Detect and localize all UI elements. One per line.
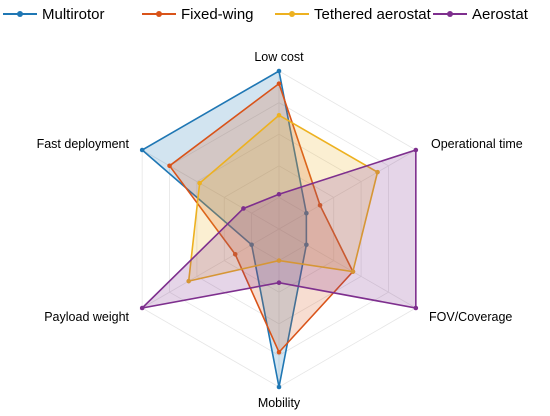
legend-item-tethered-aerostat[interactable]: Tethered aerostat — [272, 4, 431, 24]
data-point-tethered-aerostat-mobility — [276, 258, 282, 263]
series-aerostat — [139, 147, 419, 311]
data-point-aerostat-fast-deployment — [241, 206, 246, 211]
data-point-aerostat-low-cost — [276, 191, 282, 197]
legend-swatch-fixed-wing — [139, 4, 179, 24]
grid-spoke — [278, 149, 417, 230]
data-point-multirotor-operational-time — [304, 210, 309, 216]
axis-label-payload-weight: Payload weight — [44, 310, 129, 324]
axis-label-fast-deployment: Fast deployment — [37, 137, 130, 151]
legend-item-fixed-wing[interactable]: Fixed-wing — [139, 4, 254, 24]
legend-label-tethered-aerostat: Tethered aerostat — [314, 5, 431, 23]
data-point-tethered-aerostat-payload-weight — [186, 278, 191, 284]
legend-label-aerostat: Aerostat — [472, 5, 528, 23]
legend-swatch-tethered-aerostat — [272, 4, 312, 24]
axis-label-low-cost: Low cost — [254, 50, 304, 64]
data-point-multirotor-low-cost — [276, 68, 282, 74]
axis-label-mobility: Mobility — [258, 396, 301, 410]
legend-item-multirotor[interactable]: Multirotor — [0, 4, 105, 24]
data-point-aerostat-payload-weight — [139, 305, 145, 311]
series-tethered-aerostat — [186, 112, 380, 284]
grid-spoke — [141, 228, 280, 309]
data-point-aerostat-mobility — [276, 280, 282, 286]
series-area-aerostat — [142, 150, 416, 308]
axis-label-fov-coverage: FOV/Coverage — [429, 310, 512, 324]
data-point-multirotor-fast-deployment — [139, 147, 145, 153]
data-point-fixed-wing-fast-deployment — [167, 163, 172, 169]
series-area-multirotor — [142, 71, 307, 387]
legend-label-multirotor: Multirotor — [42, 5, 105, 23]
data-point-fixed-wing-operational-time — [317, 203, 323, 208]
legend: Multirotor Fixed-wing Tethered aerostat … — [0, 0, 550, 28]
data-point-aerostat-fov-coverage — [413, 305, 419, 311]
legend-swatch-aerostat — [430, 4, 470, 24]
axis-label-operational-time: Operational time — [431, 137, 523, 151]
series-multirotor — [139, 68, 309, 390]
data-point-multirotor-fov-coverage — [304, 242, 309, 248]
data-point-tethered-aerostat-fast-deployment — [197, 180, 202, 186]
data-point-multirotor-mobility — [276, 384, 282, 390]
series-area-tethered-aerostat — [188, 115, 378, 282]
series-area-fixed-wing — [169, 83, 353, 353]
grid-spoke — [141, 149, 280, 230]
legend-item-aerostat[interactable]: Aerostat — [430, 4, 528, 24]
data-point-tethered-aerostat-operational-time — [375, 169, 380, 175]
grid-spoke — [278, 228, 417, 309]
data-point-tethered-aerostat-low-cost — [276, 112, 282, 118]
data-point-fixed-wing-low-cost — [276, 81, 282, 86]
data-point-multirotor-payload-weight — [249, 242, 254, 248]
legend-swatch-multirotor — [0, 4, 40, 24]
legend-label-fixed-wing: Fixed-wing — [181, 5, 254, 23]
data-point-fixed-wing-mobility — [276, 349, 282, 355]
data-point-tethered-aerostat-fov-coverage — [350, 269, 356, 274]
data-point-fixed-wing-payload-weight — [232, 251, 238, 257]
data-point-aerostat-operational-time — [413, 147, 419, 153]
